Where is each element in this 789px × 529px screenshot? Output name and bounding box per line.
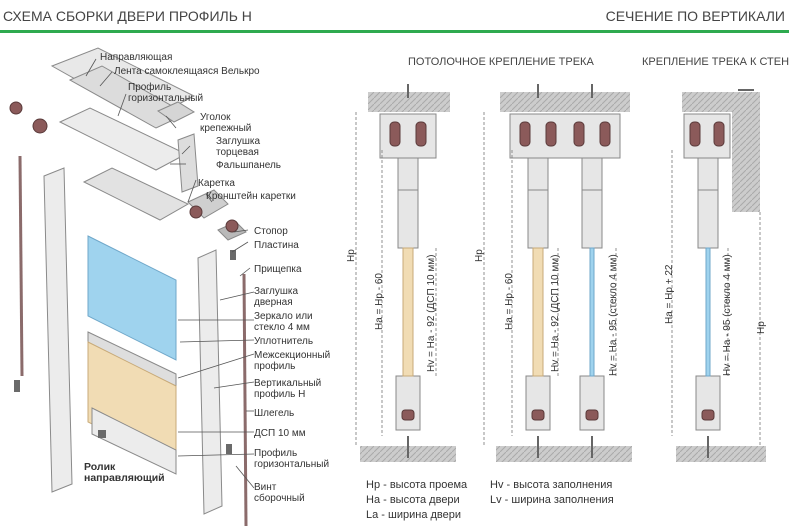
dsp-infill-1 <box>402 247 414 377</box>
label-mirror-glass: Зеркало или стекло 4 мм <box>254 311 313 333</box>
legend-lv: Lv - ширина заполнения <box>490 494 614 506</box>
glass-infill-2 <box>589 247 595 377</box>
section-diagrams <box>355 84 766 462</box>
dim-hvglass-2: Hv = Ha - 95 (стекло 4 мм) <box>608 254 619 376</box>
vertical-profile-right <box>197 249 223 515</box>
bottom-profile <box>91 407 177 475</box>
left-title: СХЕМА СБОРКИ ДВЕРИ ПРОФИЛЬ Н <box>3 8 252 24</box>
label-carriage: Каретка <box>198 178 235 189</box>
legend-hv: Hv - высота заполнения <box>490 479 613 491</box>
dim-hp-3: Hp <box>756 321 767 334</box>
wall-mount-title: КРЕПЛЕНИЕ ТРЕКА К СТЕНЕ <box>642 56 789 68</box>
label-vertical-profile: Вертикальный профиль Н <box>254 378 322 400</box>
label-intersection-profile: Межсекционный профиль <box>254 350 331 372</box>
label-false-panel: Фальшпанель <box>216 160 282 171</box>
label-stopper: Стопор <box>254 226 288 237</box>
label-guide-roller: Ролик направляющий <box>84 461 165 484</box>
floor-3 <box>676 446 766 462</box>
label-velcro: Лента самоклеящаяся Велькро <box>114 66 260 77</box>
schlegel-right <box>242 273 248 527</box>
label-mounting-corner: Уголок крепежный <box>200 112 252 134</box>
schlegel-left <box>18 155 24 377</box>
legend-left: Hp - высота проема Ha - высота двери La … <box>366 478 467 523</box>
ceiling-mount-title: ПОТОЛОЧНОЕ КРЕПЛЕНИЕ ТРЕКА <box>408 56 594 68</box>
right-title: СЕЧЕНИЕ ПО ВЕРТИКАЛИ <box>605 8 785 24</box>
false-panel <box>82 167 190 221</box>
label-plate: Пластина <box>254 240 299 251</box>
carriage-rollers <box>9 101 239 233</box>
ceiling-slab-2 <box>500 92 630 112</box>
dim-ha60-2: Ha = Hp - 60 <box>504 273 515 330</box>
dim-hp-2: Hp <box>474 249 485 262</box>
floor-2 <box>496 446 632 462</box>
ceiling-slab-1 <box>368 92 450 112</box>
legend-la: La - ширина двери <box>366 509 462 521</box>
label-end-cap: Заглушка торцевая <box>216 136 261 158</box>
header-rule <box>0 30 789 33</box>
dim-hp-1: Hp <box>346 249 357 262</box>
label-schlegel: Шлегель <box>254 408 295 419</box>
label-carriage-bracket: Кронштейн каретки <box>206 191 296 202</box>
dim-hvdsp-2: Hv = Ha - 92 (ДСП 10 мм) <box>550 254 561 372</box>
label-dsp: ДСП 10 мм <box>254 428 306 439</box>
label-door-cap: Заглушка дверная <box>254 286 299 308</box>
wall-3 <box>732 112 760 212</box>
glass-panel <box>87 235 177 361</box>
dim-hvdsp-1: Hv = Ha - 92 (ДСП 10 мм) <box>426 254 437 372</box>
ceiling-slab-3 <box>682 92 760 112</box>
label-screw: Винт сборочный <box>254 482 305 504</box>
end-cap <box>177 133 199 193</box>
dim-hvglass-3: Hv = Ha - 95 (стекло 4 мм) <box>722 254 733 376</box>
assembly-diagram <box>9 47 255 527</box>
dsp-infill-2 <box>532 247 544 377</box>
vertical-profile-left <box>43 167 73 493</box>
glass-infill-3 <box>705 247 711 377</box>
legend-right: Hv - высота заполнения Lv - ширина запол… <box>490 478 614 508</box>
label-seal: Уплотнитель <box>254 336 314 347</box>
label-clip: Прищепка <box>254 264 302 275</box>
dim-ha60-1: Ha = Hp - 60 <box>374 273 385 330</box>
legend-hp: Hp - высота проема <box>366 479 468 491</box>
label-horizontal-profile-bottom: Профиль горизонтальный <box>254 448 330 470</box>
dim-ha22-3: Ha = Hp + 22 <box>664 264 675 324</box>
label-guide-rail: Направляющая <box>100 52 173 63</box>
legend-ha: Ha - высота двери <box>366 494 460 506</box>
label-horizontal-profile-top: Профиль горизонтальный <box>128 82 204 104</box>
